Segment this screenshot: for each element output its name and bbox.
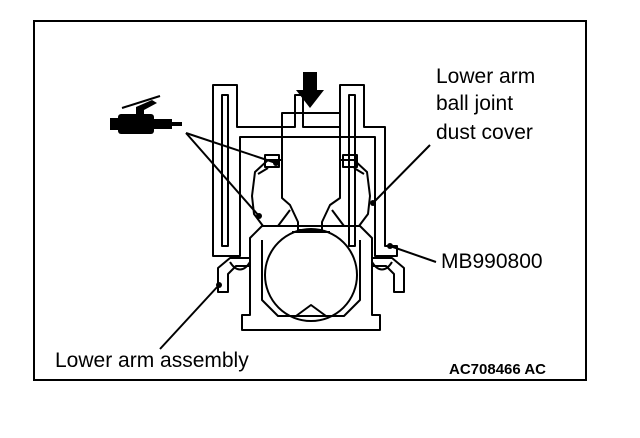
- lower-arm-right: [371, 257, 405, 293]
- dust-cover-right: [331, 159, 371, 227]
- housing-seat: [295, 304, 327, 317]
- housing-inner: [261, 240, 361, 317]
- tool-point: [387, 243, 393, 249]
- joint-housing: [241, 225, 381, 331]
- seal-ring-left: [257, 167, 269, 175]
- down-arrow-icon: [296, 72, 324, 108]
- grease-gun-icon: [110, 95, 182, 134]
- dust-cover-label-line-3: dust cover: [436, 121, 533, 144]
- lower-arm-left: [217, 257, 251, 293]
- grease-leader-2: [185, 132, 277, 164]
- tool-label: MB990800: [441, 250, 543, 273]
- figure-code: AC708466 AC: [449, 361, 546, 378]
- dust-cover-label-line-1: Lower arm: [436, 65, 536, 88]
- tool-right-wall: [348, 94, 356, 247]
- dust-cover-leader: [372, 144, 431, 204]
- press-pin: [281, 112, 341, 231]
- dust-cover-lip-left: [264, 154, 280, 168]
- tool-leader: [389, 245, 437, 263]
- assembly-label: Lower arm assembly: [55, 349, 249, 372]
- grease-leader-1: [185, 132, 260, 217]
- figure-frame: [33, 20, 587, 381]
- grease-point-2: [273, 160, 279, 166]
- dust-cover-label-line-2: ball joint: [436, 92, 514, 115]
- lower-arm-right-hook: [371, 261, 393, 271]
- dust-cover-point: [370, 200, 376, 206]
- lower-arm-left-hook: [229, 261, 251, 271]
- tool-left-wall: [221, 94, 229, 247]
- seal-ring-right: [353, 167, 365, 175]
- dust-cover-lip-right: [342, 154, 358, 168]
- grease-point-1: [256, 213, 262, 219]
- special-tool-outline: [212, 84, 398, 257]
- ball-stud: [264, 228, 358, 322]
- assembly-leader: [159, 284, 220, 350]
- assembly-point: [216, 282, 222, 288]
